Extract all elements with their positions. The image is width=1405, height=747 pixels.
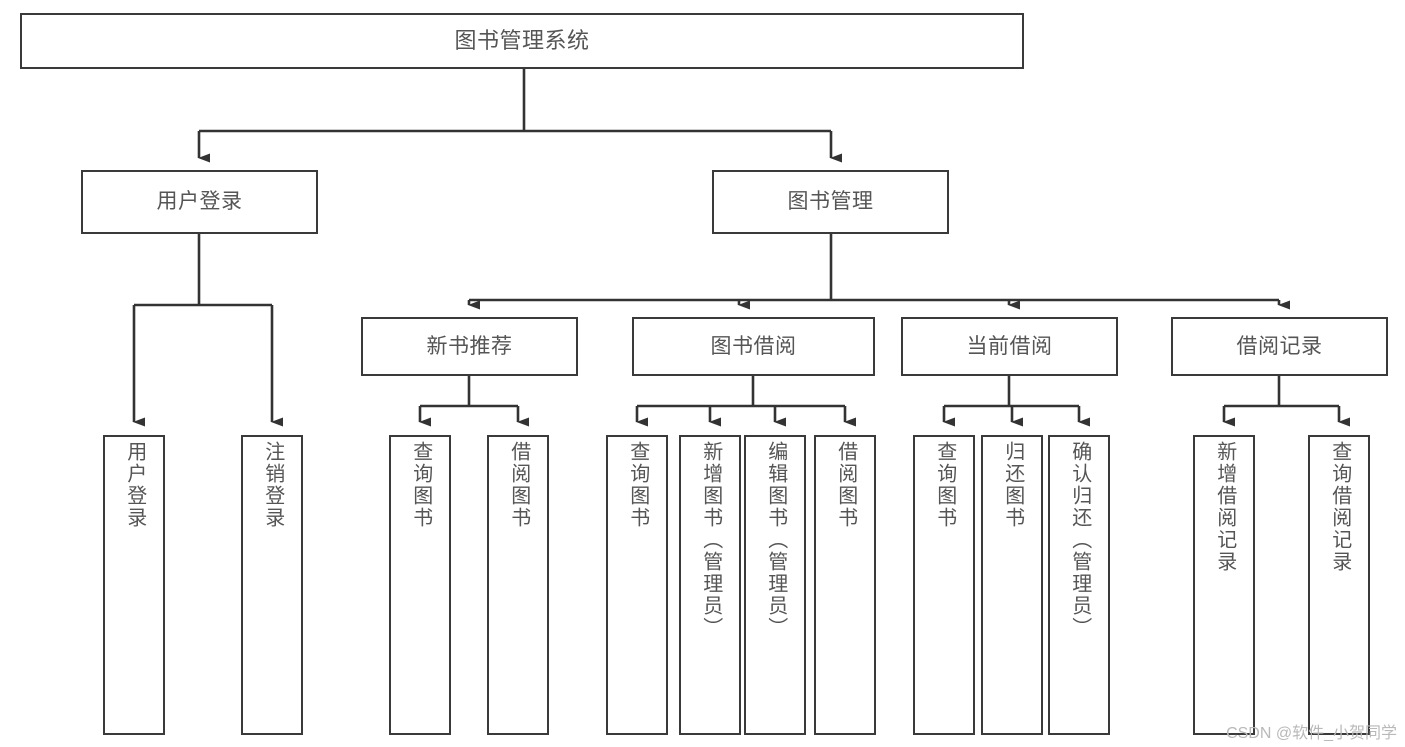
leaf-new-book-borrow-book[interactable]: 借阅图书 bbox=[487, 435, 549, 735]
leaf-book-borrow-query-book[interactable]: 查询图书 bbox=[606, 435, 668, 735]
node-label: 当前借阅 bbox=[966, 334, 1053, 358]
leaf-book-borrow-edit-book-admin[interactable]: 编辑图书（管理员） bbox=[744, 435, 806, 735]
node-label: 图书管理 bbox=[787, 190, 874, 214]
node-book-borrow[interactable]: 图书借阅 bbox=[632, 317, 875, 376]
node-label: 编辑图书（管理员） bbox=[764, 441, 787, 639]
node-label: 借阅图书 bbox=[834, 441, 857, 529]
leaf-current-borrow-confirm-return-admin[interactable]: 确认归还（管理员） bbox=[1048, 435, 1110, 735]
node-new-book-recommend[interactable]: 新书推荐 bbox=[361, 317, 578, 376]
node-label: 新增图书（管理员） bbox=[699, 441, 722, 639]
node-label: 归还图书 bbox=[1001, 441, 1024, 529]
node-label: 查询图书 bbox=[409, 441, 432, 529]
leaf-borrow-record-add-record[interactable]: 新增借阅记录 bbox=[1193, 435, 1255, 735]
node-label: 借阅图书 bbox=[507, 441, 530, 529]
node-label: 用户登录 bbox=[156, 190, 243, 214]
leaf-borrow-record-query-record[interactable]: 查询借阅记录 bbox=[1308, 435, 1370, 735]
node-root-book-management-system[interactable]: 图书管理系统 bbox=[20, 13, 1024, 69]
node-label: 新书推荐 bbox=[426, 334, 513, 358]
node-label: 新增借阅记录 bbox=[1213, 441, 1236, 573]
node-label: 查询图书 bbox=[933, 441, 956, 529]
node-label: 查询图书 bbox=[626, 441, 649, 529]
leaf-book-borrow-add-book-admin[interactable]: 新增图书（管理员） bbox=[679, 435, 741, 735]
leaf-user-login-login[interactable]: 用户登录 bbox=[103, 435, 165, 735]
leaf-book-borrow-borrow-book[interactable]: 借阅图书 bbox=[814, 435, 876, 735]
leaf-current-borrow-query-book[interactable]: 查询图书 bbox=[913, 435, 975, 735]
node-book-management[interactable]: 图书管理 bbox=[712, 170, 949, 234]
csdn-watermark: CSDN @软件_小贺同学 bbox=[1226, 725, 1397, 742]
node-label: 查询借阅记录 bbox=[1328, 441, 1351, 573]
node-label: 图书借阅 bbox=[710, 334, 797, 358]
leaf-current-borrow-return-book[interactable]: 归还图书 bbox=[981, 435, 1043, 735]
node-current-borrow[interactable]: 当前借阅 bbox=[901, 317, 1118, 376]
node-borrow-record[interactable]: 借阅记录 bbox=[1171, 317, 1388, 376]
node-label: 确认归还（管理员） bbox=[1068, 441, 1091, 639]
node-label: 图书管理系统 bbox=[454, 27, 590, 53]
node-label: 用户登录 bbox=[123, 441, 146, 529]
leaf-user-login-logout[interactable]: 注销登录 bbox=[241, 435, 303, 735]
node-label: 注销登录 bbox=[261, 441, 284, 529]
node-user-login[interactable]: 用户登录 bbox=[81, 170, 318, 234]
leaf-new-book-query-book[interactable]: 查询图书 bbox=[389, 435, 451, 735]
node-label: 借阅记录 bbox=[1236, 334, 1323, 358]
